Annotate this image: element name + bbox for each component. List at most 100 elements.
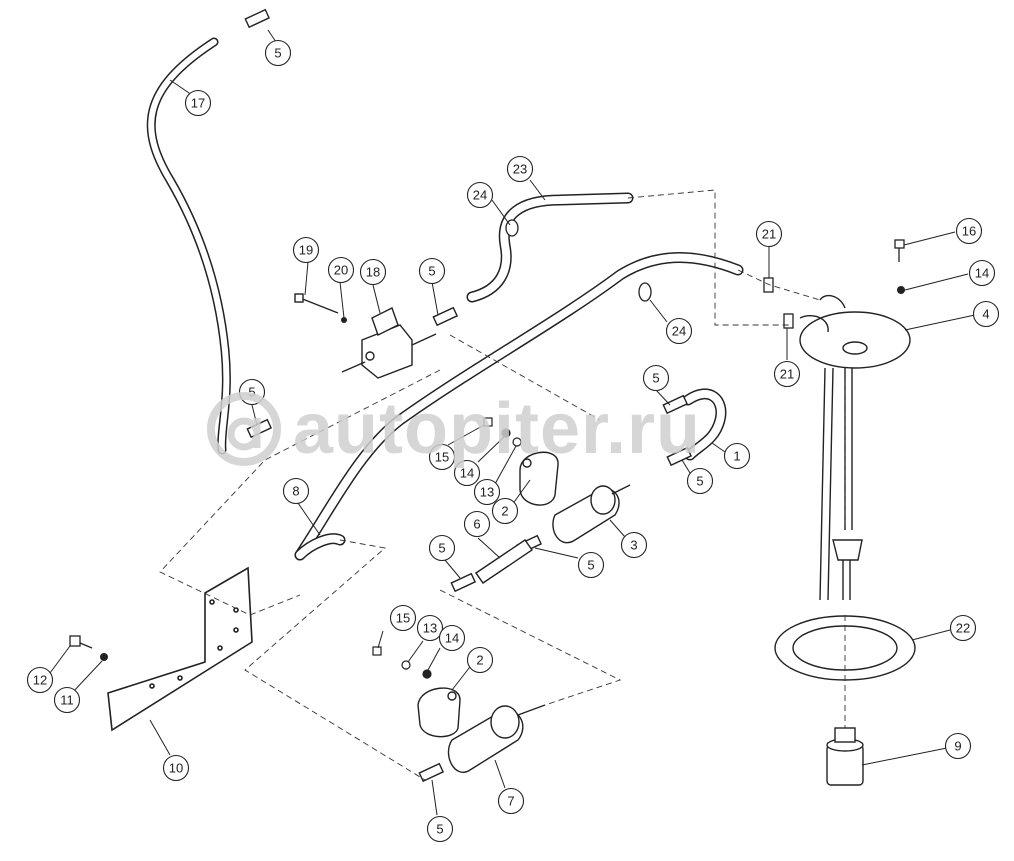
callout-circle [620,531,648,559]
hose-8 [294,252,744,561]
callout-13: 13 [416,614,444,642]
callout-label: 11 [60,693,74,708]
callout-circle [327,256,355,284]
callout-5: 5 [686,467,714,495]
callout-18: 18 [359,258,387,286]
callout-circle [955,217,983,245]
callout-label: 15 [435,450,449,465]
callout-circle [949,614,977,642]
callout-21: 21 [755,220,783,248]
callout-label: 5 [248,385,255,400]
callout-3: 3 [620,531,648,559]
callout-circle [162,754,190,782]
watermark-text: autopiter.ru [293,389,702,469]
callout-circle [755,220,783,248]
callout-label: 2 [476,653,483,668]
callout-circle [466,181,494,209]
callout-circle [506,155,534,183]
callout-label: 5 [428,264,435,279]
callout-5: 5 [264,39,292,67]
callout-label: 22 [956,621,970,636]
callout-label: 24 [473,188,487,203]
callout-label: 13 [423,621,437,636]
callout-1: 1 [723,442,751,470]
callout-label: 21 [762,227,776,242]
clips-21 [763,277,794,329]
callout-circle [418,257,446,285]
callout-19: 19 [292,236,320,264]
callout-circle [497,787,525,815]
callout-24: 24 [665,317,693,345]
callout-label: 20 [334,263,348,278]
callout-4: 4 [972,300,1000,328]
callout-circle [428,534,456,562]
callout-label: 5 [652,371,659,386]
callout-7: 7 [497,787,525,815]
callout-circle [466,646,494,674]
callout-label: 6 [473,517,480,532]
callout-label: 9 [954,739,961,754]
callout-label: 5 [438,541,445,556]
callout-circle [642,364,670,392]
washer-14-top [897,286,905,294]
callout-2: 2 [466,646,494,674]
callout-circle [282,477,310,505]
callout-label: 19 [299,243,313,258]
callout-circle [665,317,693,345]
callout-circle [463,510,491,538]
callout-circle [972,300,1000,328]
callout-circle [968,259,996,287]
callout-label: 2 [501,504,508,519]
callout-16: 16 [955,217,983,245]
callout-circle [416,614,444,642]
callout-label: 13 [480,485,494,500]
callout-circle [773,360,801,388]
callout-5: 5 [428,534,456,562]
callout-10: 10 [162,754,190,782]
callout-label: 5 [587,558,594,573]
callout-circle [453,459,481,487]
sender-unit-4 [799,294,911,601]
callout-circle [723,442,751,470]
callout-label: 14 [460,466,474,481]
bolt-12 [69,635,93,649]
callout-circle [184,89,212,117]
callout-13: 13 [473,478,501,506]
callout-label: 23 [513,162,527,177]
callout-circle [426,815,454,843]
callout-label: 4 [982,307,989,322]
callout-label: 14 [975,266,989,281]
callout-24: 24 [466,181,494,209]
callout-14: 14 [968,259,996,287]
callout-6: 6 [463,510,491,538]
washer-11 [100,653,108,661]
callout-22: 22 [949,614,977,642]
callout-5: 5 [577,551,605,579]
callout-label: 5 [436,822,443,837]
callout-circle [577,551,605,579]
callout-label: 3 [630,538,637,553]
callout-15: 15 [389,604,417,632]
callout-label: 5 [274,46,281,61]
callout-circle [264,39,292,67]
callout-circle [26,666,54,694]
tube-6 [475,539,533,584]
bolt-19 [294,293,339,314]
callout-8: 8 [282,477,310,505]
callout-circle [473,478,501,506]
hose-1 [682,388,727,461]
callout-circle [292,236,320,264]
callout-23: 23 [506,155,534,183]
valve-bracket-18 [341,307,437,379]
bracket-10 [107,566,253,732]
callout-label: 15 [396,611,410,626]
callout-label: 10 [169,761,183,776]
callout-label: 24 [672,324,686,339]
washer-20 [341,317,347,323]
callout-label: 16 [962,224,976,239]
callout-circle [438,624,466,652]
callout-20: 20 [327,256,355,284]
fuel-filter-7 [447,704,546,773]
